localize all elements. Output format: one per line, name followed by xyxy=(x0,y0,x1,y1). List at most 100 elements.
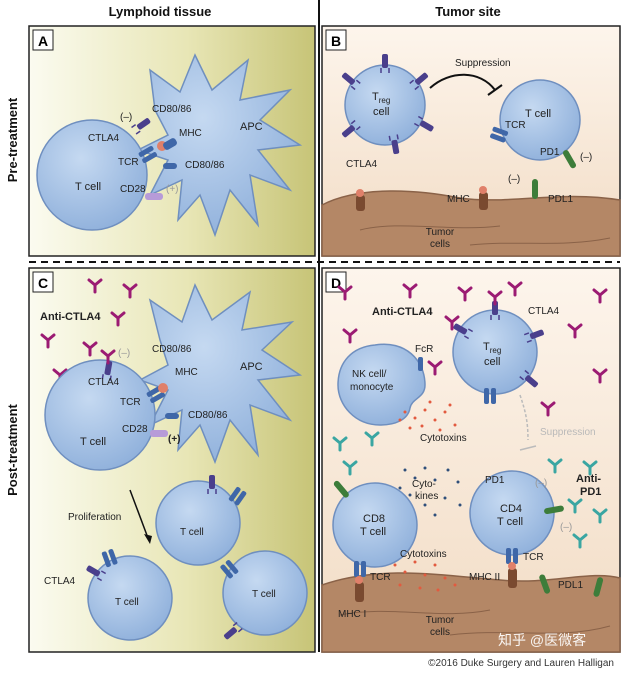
proliferation-arrow xyxy=(129,489,149,539)
cd4-label-2: T cell xyxy=(497,516,523,528)
label-tcr-c: TCR xyxy=(120,397,141,408)
panel-a: A APC T cell (–) CD80/86 CTLA4 MHC TCR C… xyxy=(28,25,316,257)
label-mhc1: MHC I xyxy=(338,609,366,620)
label-ctla4-small: CTLA4 xyxy=(44,576,76,587)
t-cell-c-4 xyxy=(222,550,308,636)
cd8-label-2: T cell xyxy=(360,526,386,538)
mhc-b-2 xyxy=(356,195,365,211)
label-ctla4-c: CTLA4 xyxy=(88,377,120,388)
tumor-cells-b-inner xyxy=(359,225,611,246)
cytokine-dots xyxy=(398,466,462,517)
pdl1-ligand-b xyxy=(532,179,538,199)
treg-cell-label-d: cell xyxy=(484,356,501,368)
t-cell-c-3-label: T cell xyxy=(115,597,139,608)
cd4-t-cell xyxy=(469,470,555,556)
mhc2-d xyxy=(508,568,517,588)
mhc2-d-peptide xyxy=(508,562,516,570)
label-fcr: FcR xyxy=(415,344,433,355)
label-cytokines-2: kines xyxy=(415,491,438,502)
label-cd28: CD28 xyxy=(120,184,146,195)
t-cell-c-2 xyxy=(155,480,241,566)
panel-b-letter: B xyxy=(331,33,341,49)
treg-cell-b xyxy=(344,64,426,146)
suppression-faded xyxy=(519,394,529,441)
label-minus-b-2: (–) xyxy=(508,174,520,185)
panel-b: B Tumor cells Treg cell CTLA4 Suppressio… xyxy=(321,25,621,257)
label-tcr-b: TCR xyxy=(505,120,526,131)
label-pd1-b: PD1 xyxy=(540,147,560,158)
apc-label: APC xyxy=(240,121,263,133)
t-cell-b xyxy=(499,79,581,161)
nk-label-2: monocyte xyxy=(350,382,394,393)
apc-cell xyxy=(136,53,303,238)
t-cell-a-label: T cell xyxy=(75,181,101,193)
t-cell-a xyxy=(36,119,148,231)
treg-label-d: Treg xyxy=(483,341,501,355)
label-plus: (+) xyxy=(166,184,179,195)
label-pdl1-d: PDL1 xyxy=(558,580,583,591)
label-anti-ctla4-c: Anti-CTLA4 xyxy=(40,311,101,323)
label-cd80-86-bottom: CD80/86 xyxy=(185,160,225,171)
suppression-bar-b xyxy=(487,84,503,96)
mhc-b-peptide xyxy=(479,186,487,194)
row-label-pre: Pre-treatment xyxy=(5,97,20,182)
label-mhc2: MHC II xyxy=(469,572,500,583)
label-minus-d-2: (–) xyxy=(560,522,572,533)
label-cytokines-1: Cyto- xyxy=(412,479,436,490)
tumor-cells-d-inner xyxy=(339,609,611,636)
label-minus-b-1: (–) xyxy=(580,152,592,163)
label-ctla4-d: CTLA4 xyxy=(528,306,560,317)
cd28-receptor xyxy=(145,193,163,200)
label-cd80-86-bottom-c: CD80/86 xyxy=(188,410,228,421)
t-cell-c xyxy=(44,359,156,471)
t-cell-b-label: T cell xyxy=(525,108,551,120)
proliferation-arrowhead xyxy=(144,534,152,544)
label-pd1-d: PD1 xyxy=(485,475,505,486)
cd4-label-1: CD4 xyxy=(500,503,522,515)
column-header-tumor: Tumor site xyxy=(435,4,501,19)
panel-c: C Anti-CTLA4 APC T cell (–) CD80/86 MHC … xyxy=(28,267,316,653)
label-proliferation: Proliferation xyxy=(68,512,121,523)
cd80-86-ligand-c xyxy=(165,413,179,419)
panel-d: D Tumor cells Anti-CTLA4 Treg cell CTLA4… xyxy=(321,267,621,653)
label-anti-pd1-2: PD1 xyxy=(580,486,601,498)
label-cd28-c: CD28 xyxy=(122,424,148,435)
label-ctla4-b: CTLA4 xyxy=(346,159,378,170)
label-mhc-c: MHC xyxy=(175,367,198,378)
mhc-b xyxy=(479,192,488,210)
mhc-stem xyxy=(163,138,177,150)
tumor-label-b-1: Tumor xyxy=(426,227,455,238)
suppression-arrow-b xyxy=(429,73,496,91)
label-plus-c: (+) xyxy=(168,434,181,445)
column-header-lymphoid: Lymphoid tissue xyxy=(109,4,212,19)
cd80-86-ligand xyxy=(163,163,177,169)
label-cd80-86-top: CD80/86 xyxy=(152,104,192,115)
mhc1-d-peptide xyxy=(355,576,363,584)
panel-c-letter: C xyxy=(38,275,48,291)
t-cell-c-3 xyxy=(87,555,173,641)
label-suppression-b: Suppression xyxy=(455,58,511,69)
label-minus: (–) xyxy=(120,112,132,123)
label-suppression-d: Suppression xyxy=(540,427,596,438)
label-minus-c: (–) xyxy=(118,348,130,359)
suppression-faded-bar xyxy=(519,445,537,451)
tumor-label-d-1: Tumor xyxy=(426,615,455,626)
label-tcr-right: TCR xyxy=(523,552,544,563)
tumor-label-b-2: cells xyxy=(430,239,450,250)
cd8-label-1: CD8 xyxy=(363,513,385,525)
credit: ©2016 Duke Surgery and Lauren Halligan xyxy=(428,658,614,669)
cytotoxin-dots-1 xyxy=(398,400,457,432)
cytotoxin-dots-2 xyxy=(393,560,457,592)
watermark: 知乎 @医微客 xyxy=(498,632,586,648)
label-mhc: MHC xyxy=(179,128,202,139)
nk-label-1: NK cell/ xyxy=(352,369,387,380)
panel-a-letter: A xyxy=(38,33,48,49)
label-tcr-left: TCR xyxy=(370,572,391,583)
label-mhc-b: MHC xyxy=(447,194,470,205)
mhc-b-2-peptide xyxy=(356,189,364,197)
treg-label-b: Treg xyxy=(372,91,390,105)
treg-cell-label-b: cell xyxy=(373,106,390,118)
cd8-t-cell xyxy=(332,482,418,568)
label-anti-ctla4-d: Anti-CTLA4 xyxy=(372,306,433,318)
